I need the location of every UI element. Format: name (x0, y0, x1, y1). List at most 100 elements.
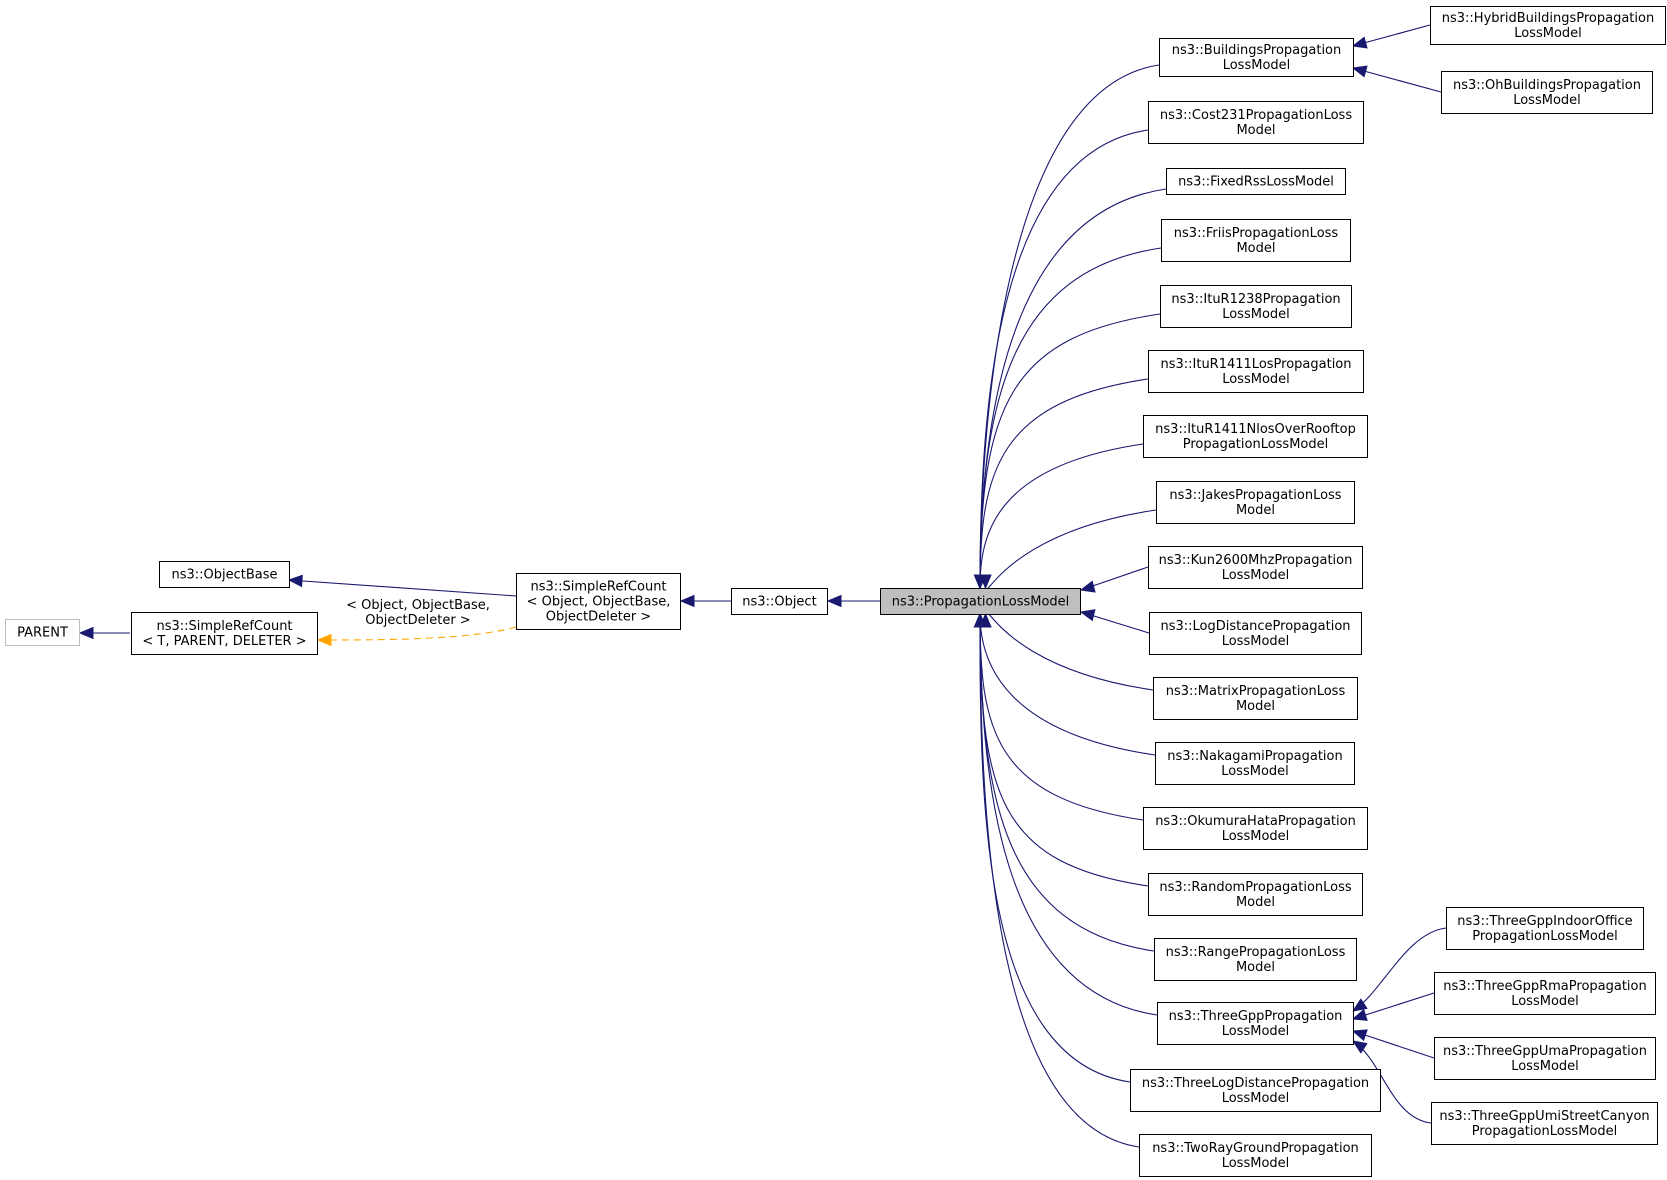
node-cost231-label-1: ns3::Cost231PropagationLoss (1160, 108, 1352, 123)
node-nakagami-label-1: ns3::NakagamiPropagation (1167, 749, 1342, 764)
template-edge-label-line-1: < Object, ObjectBase, (346, 598, 490, 613)
node-friis-label-2: Model (1236, 241, 1275, 256)
node-three-gpp-indoor-office-label-1: ns3::ThreeGppIndoorOffice (1457, 914, 1632, 929)
node-matrix-box (1153, 677, 1358, 720)
node-object-base-label-1: ns3::ObjectBase (171, 568, 277, 583)
node-friis-box (1161, 219, 1351, 262)
node-propagation-loss-model-box (880, 588, 1081, 615)
edge-three-gpp-to-propagation-loss-model (979, 613, 1158, 1016)
edge-three-gpp-rma-to-three-gpp (1352, 992, 1435, 1020)
node-simple-ref-count-box (516, 573, 681, 630)
edges-layer: < Object, ObjectBase,ObjectDeleter > (78, 24, 1447, 1148)
edge-simple-ref-count-to-object-base (288, 579, 517, 597)
node-object-base-box (159, 561, 290, 588)
edge-two-ray-ground-to-propagation-loss-model-arrowhead (973, 612, 987, 628)
edge-fixed-rss-to-propagation-loss-model (979, 188, 1167, 589)
node-two-ray-ground-label-1: ns3::TwoRayGroundPropagation (1152, 1141, 1359, 1156)
node-simple-ref-count-label-2: < Object, ObjectBase, (527, 595, 671, 610)
node-parent[interactable]: PARENT (5, 619, 80, 646)
node-simple-ref-count-label-3: ObjectDeleter > (546, 610, 651, 625)
node-simple-ref-count[interactable]: ns3::SimpleRefCount< Object, ObjectBase,… (516, 573, 681, 630)
node-simple-ref-count-template-label-1: ns3::SimpleRefCount (156, 619, 292, 634)
edge-itur1411-nlos-to-propagation-loss-model (979, 443, 1144, 589)
node-log-distance-label-1: ns3::LogDistancePropagation (1160, 619, 1350, 634)
node-hybrid-buildings-label-2: LossModel (1514, 26, 1582, 41)
node-three-log-distance-label-2: LossModel (1222, 1091, 1290, 1106)
node-propagation-loss-model-label-1: ns3::PropagationLossModel (892, 595, 1070, 610)
node-object-base[interactable]: ns3::ObjectBase (159, 561, 290, 588)
node-log-distance-box (1149, 612, 1362, 655)
edge-hybrid-buildings-to-buildings-arrowhead (1351, 36, 1368, 49)
edge-three-gpp-umi-street-canyon-to-three-gpp-arrowhead (1351, 1040, 1368, 1054)
node-kun2600-label-1: ns3::Kun2600MhzPropagation (1159, 553, 1353, 568)
node-fixed-rss-box (1166, 168, 1346, 195)
node-cost231-box (1148, 101, 1364, 144)
node-fixed-rss[interactable]: ns3::FixedRssLossModel (1166, 168, 1346, 195)
edge-log-distance-to-propagation-loss-model-arrowhead (1079, 609, 1096, 622)
node-nakagami-label-2: LossModel (1221, 764, 1289, 779)
edge-three-gpp-rma-to-three-gpp-arrowhead (1351, 1008, 1368, 1021)
node-three-gpp-indoor-office-label-2: PropagationLossModel (1472, 929, 1618, 944)
node-itur1411-nlos-label-2: PropagationLossModel (1183, 437, 1329, 452)
node-itur1411-los-label-1: ns3::ItuR1411LosPropagation (1160, 357, 1351, 372)
template-edge-label-line-2: ObjectDeleter > (365, 613, 470, 628)
node-okumura-hata-label-2: LossModel (1222, 829, 1290, 844)
edge-kun2600-to-propagation-loss-model-arrowhead (1079, 580, 1096, 593)
node-three-gpp-rma-label-1: ns3::ThreeGppRmaPropagation (1443, 979, 1646, 994)
edge-three-gpp-uma-to-three-gpp (1352, 1030, 1435, 1059)
node-oh-buildings-box (1441, 71, 1653, 114)
node-jakes-label-1: ns3::JakesPropagationLoss (1169, 488, 1341, 503)
node-three-gpp-uma-label-1: ns3::ThreeGppUmaPropagation (1443, 1044, 1647, 1059)
node-three-log-distance[interactable]: ns3::ThreeLogDistancePropagationLossMode… (1130, 1069, 1381, 1112)
node-three-gpp-rma-box (1434, 972, 1656, 1015)
node-buildings-label-2: LossModel (1223, 58, 1291, 73)
node-nakagami-box (1155, 742, 1355, 785)
node-itur1411-nlos[interactable]: ns3::ItuR1411NlosOverRooftopPropagationL… (1143, 415, 1368, 458)
node-three-gpp-rma-label-2: LossModel (1511, 994, 1579, 1009)
node-three-gpp-indoor-office[interactable]: ns3::ThreeGppIndoorOfficePropagationLoss… (1446, 907, 1644, 950)
edge-itur1238-to-propagation-loss-model (979, 313, 1161, 589)
node-propagation-loss-model[interactable]: ns3::PropagationLossModel (880, 588, 1081, 615)
node-simple-ref-count-template[interactable]: ns3::SimpleRefCount< T, PARENT, DELETER … (131, 612, 318, 655)
edge-three-gpp-indoor-office-to-three-gpp (1352, 927, 1447, 1012)
node-itur1411-nlos-label-1: ns3::ItuR1411NlosOverRooftop (1155, 422, 1356, 437)
edge-template-instantiation-arrowhead (316, 633, 332, 647)
node-jakes-box (1156, 481, 1355, 524)
node-object[interactable]: ns3::Object (731, 588, 828, 615)
node-three-gpp-umi-street-canyon[interactable]: ns3::ThreeGppUmiStreetCanyonPropagationL… (1431, 1102, 1658, 1145)
node-three-gpp-label-1: ns3::ThreeGppPropagation (1169, 1009, 1343, 1024)
node-kun2600-label-2: LossModel (1222, 568, 1290, 583)
edge-matrix-to-propagation-loss-model (984, 611, 1154, 691)
edge-cost231-to-propagation-loss-model (979, 129, 1149, 589)
edge-simple-ref-count-template-to-parent-arrowhead (78, 626, 94, 640)
node-simple-ref-count-template-label-2: < T, PARENT, DELETER > (142, 634, 306, 649)
edge-two-ray-ground-to-propagation-loss-model (979, 613, 1140, 1148)
node-kun2600-box (1148, 546, 1363, 589)
edge-propagation-loss-model-to-object-arrowhead (826, 594, 842, 608)
node-range-label-2: Model (1236, 960, 1275, 975)
node-range-label-1: ns3::RangePropagationLoss (1166, 945, 1346, 960)
node-buildings-box (1159, 38, 1354, 77)
node-simple-ref-count-label-1: ns3::SimpleRefCount (530, 580, 666, 595)
